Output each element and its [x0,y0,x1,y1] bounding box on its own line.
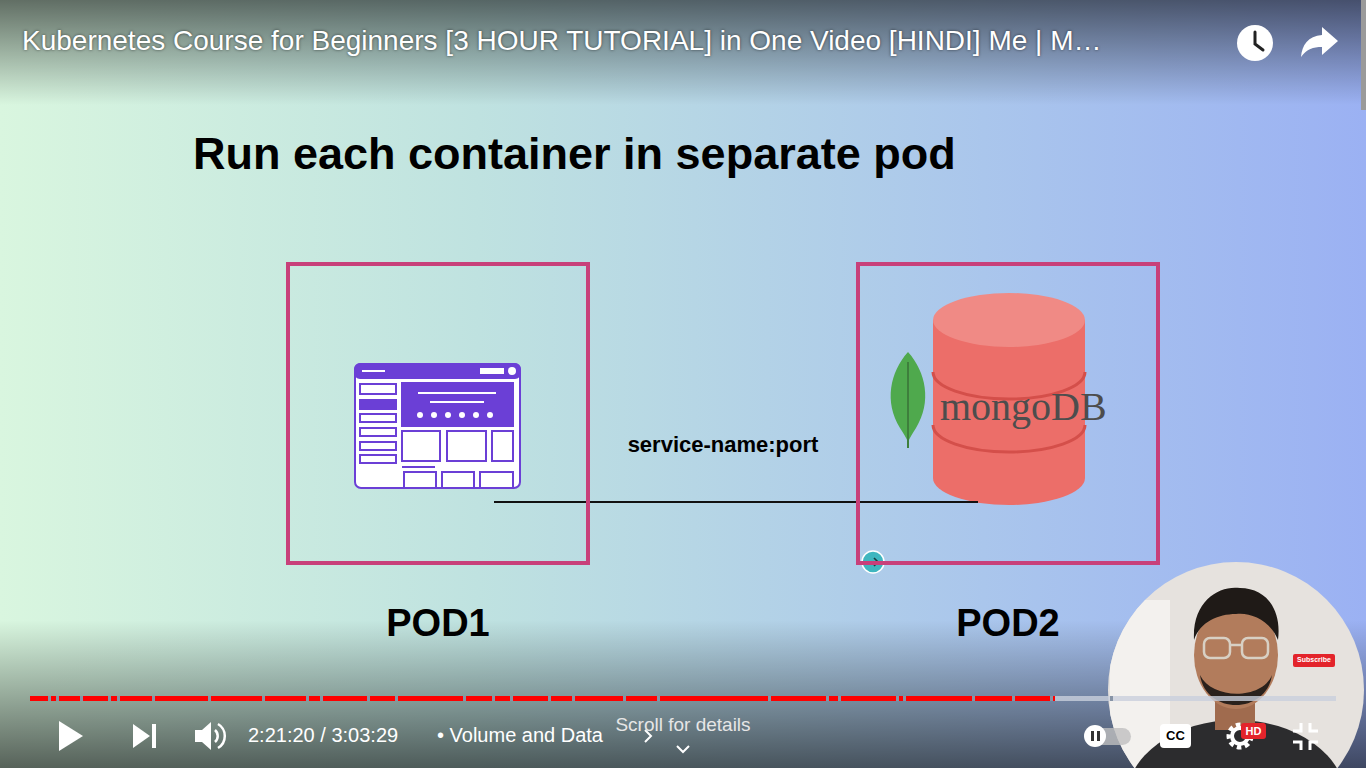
volume-icon [195,722,225,750]
share-icon [1301,27,1338,57]
top-shade [0,0,1366,105]
video-title: Kubernetes Course for Beginners [3 HOUR … [22,25,1101,57]
link-line [856,501,978,503]
watch-later-icon [1237,25,1273,61]
scroll-hint: Scroll for details [615,714,750,736]
mongodb-leaf [891,352,926,448]
time-display: 2:21:20 / 3:03:29 [248,724,398,747]
autoplay-toggle [1084,725,1131,747]
subscribe-badge [1293,654,1335,667]
edge-label: service-name:port [628,432,819,457]
subscribe-text: Subscribe [1297,656,1331,664]
chapter-title: • Volume and Data [437,724,603,747]
next-icon [133,724,156,748]
mongodb-logo-text: mongoDB [940,384,1107,430]
link-line [494,501,590,503]
cc-box [1160,724,1191,748]
webpage-icon [355,364,520,488]
hd-badge [1241,723,1266,739]
webcam-bubble [1100,560,1366,768]
connector-line [590,501,856,503]
pod-outline [286,262,590,565]
scroll-chevron [677,746,689,752]
scrollbar [1361,0,1366,110]
play-icon [59,721,83,751]
progress-bar [30,696,1336,701]
pod-label: POD1 [386,603,489,645]
exit-fullscreen-icon [1293,723,1318,750]
cc-text: CC [1166,729,1185,744]
hd-text: HD [1246,725,1262,738]
pod-box: POD1 [286,262,590,565]
slide-heading: Run each container in separate pod [193,128,956,180]
pod-label: POD2 [956,603,1059,645]
